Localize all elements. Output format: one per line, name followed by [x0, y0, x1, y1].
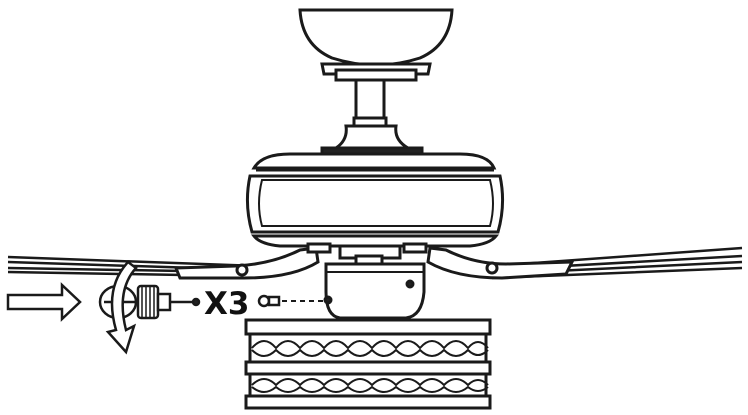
direction-arrow — [6, 282, 82, 322]
switch-housing — [323, 244, 426, 320]
quantity-label: X3 — [204, 286, 249, 322]
downrod — [334, 68, 418, 128]
blade-right — [491, 246, 743, 280]
rotate-arrow — [105, 260, 138, 355]
motor-cap — [320, 124, 424, 159]
screw — [257, 294, 324, 308]
light-kit-pattern — [251, 340, 489, 393]
blade-brackets — [173, 242, 575, 280]
ceiling-canopy — [298, 8, 454, 76]
motor-housing — [245, 152, 505, 248]
decorative-light-kit — [244, 318, 492, 410]
